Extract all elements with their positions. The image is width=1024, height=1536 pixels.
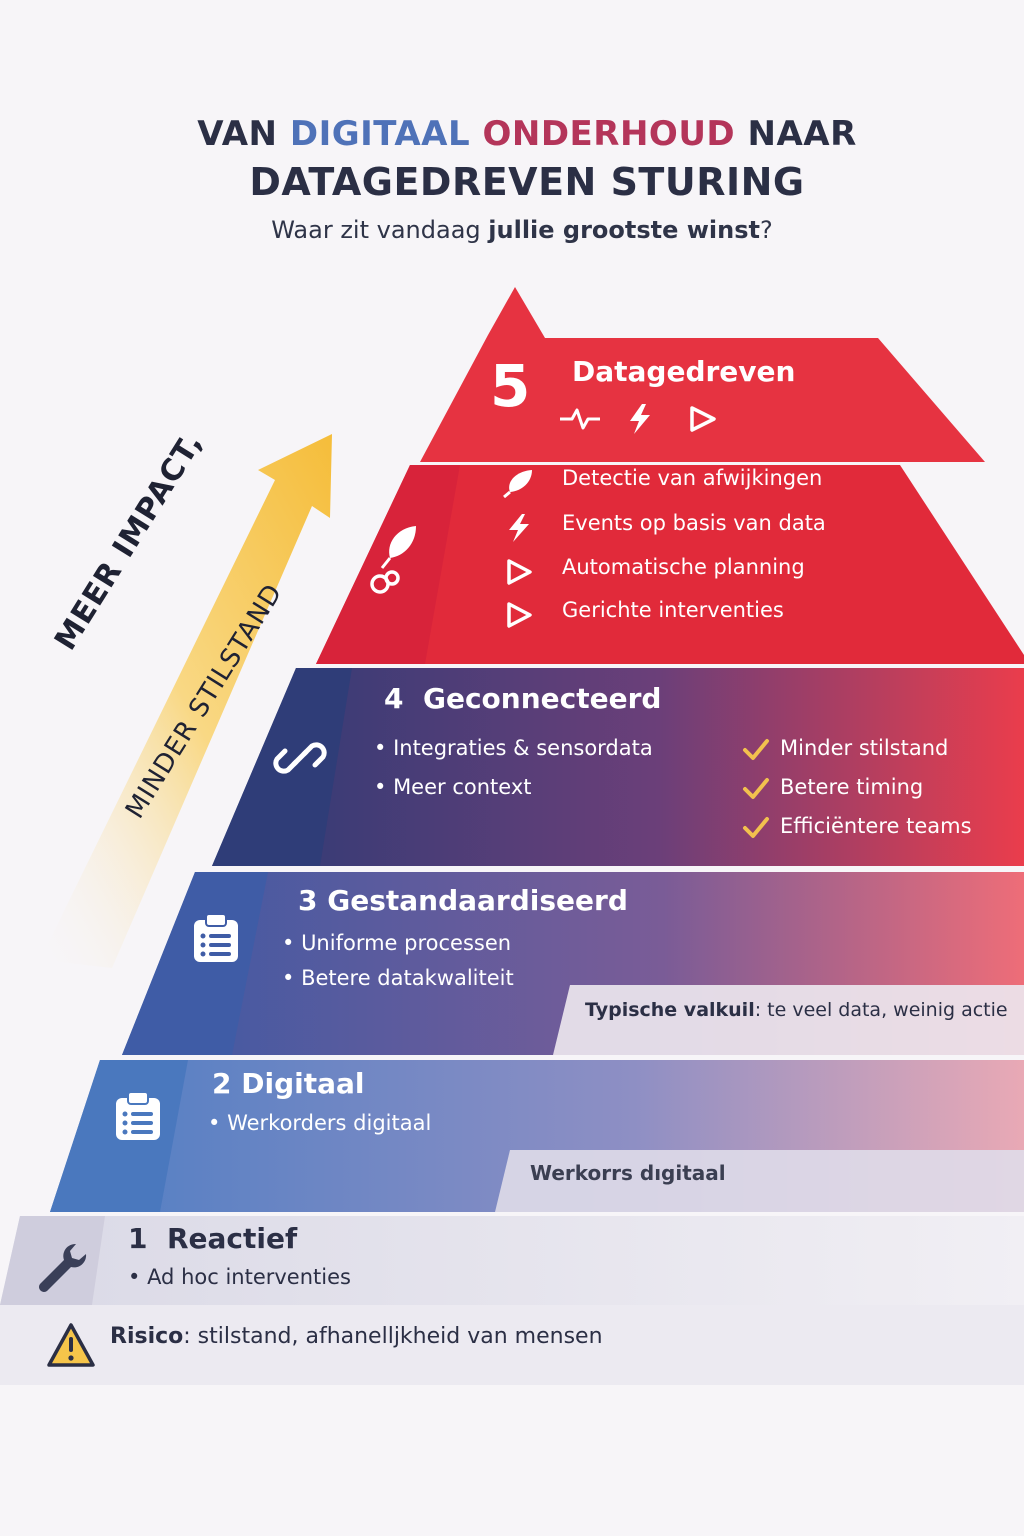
bolt-icon: [504, 513, 534, 547]
level-5-title: Datagedreven: [572, 355, 796, 388]
title-line-1: VAN DIGITAAL ONDERHOUD NAAR: [197, 114, 857, 154]
level-3-pitfall-note: Typische valkuil: te veel data, weinig a…: [585, 999, 1008, 1021]
level-3-title: 3 Gestandaardiseerd: [298, 884, 628, 917]
play-icon: [504, 600, 534, 634]
title-line-2: DATAGEDREVEN STURING: [249, 160, 805, 204]
play-icon: [504, 557, 534, 591]
pulse-icon: [560, 408, 600, 430]
clipboard-list-icon: [112, 1090, 164, 1146]
level-3-item-2: Betere datakwaliteit: [282, 966, 514, 990]
check-icon: [742, 775, 770, 807]
level-4-item-1: Integraties & sensordata: [374, 736, 653, 760]
title-highlight-digitaal: DIGITAAL: [289, 114, 471, 154]
wrench-icon: [34, 1240, 90, 1300]
level-2-title: 2 Digitaal: [212, 1067, 365, 1100]
level-3-item-1: Uniforme processen: [282, 931, 511, 955]
level-5-number: 5: [490, 352, 531, 420]
leaf-icon: [500, 468, 536, 502]
chain-link-icon: [272, 730, 328, 790]
check-icon: [742, 736, 770, 768]
level-2-item-1: Werkorders digitaal: [208, 1111, 431, 1135]
level-4-item-2: Meer context: [374, 775, 531, 799]
level-4-title: 4 Geconnecteerd: [384, 682, 662, 715]
level-5-header-icons: [558, 402, 728, 436]
title-highlight-onderhoud: ONDERHOUD: [482, 114, 736, 154]
link-icon: [370, 570, 400, 594]
level-1-item-1: Ad hoc interventies: [128, 1265, 351, 1289]
level-5-side-icon: [368, 522, 424, 604]
leaf-icon: [380, 526, 416, 569]
check-icon: [742, 814, 770, 846]
bolt-icon: [630, 404, 650, 434]
level-1-risk-note: Risico: stilstand, afhanelljkheid van me…: [110, 1324, 603, 1349]
play-icon: [690, 406, 716, 432]
level-2-note: Werkorrs dıgitaal: [530, 1161, 726, 1185]
clipboard-list-icon: [190, 912, 242, 968]
level-1-title: 1 Reactief: [128, 1222, 298, 1255]
warning-icon: [46, 1322, 96, 1372]
subtitle: Waar zit vandaag jullie grootste winst?: [271, 216, 773, 244]
